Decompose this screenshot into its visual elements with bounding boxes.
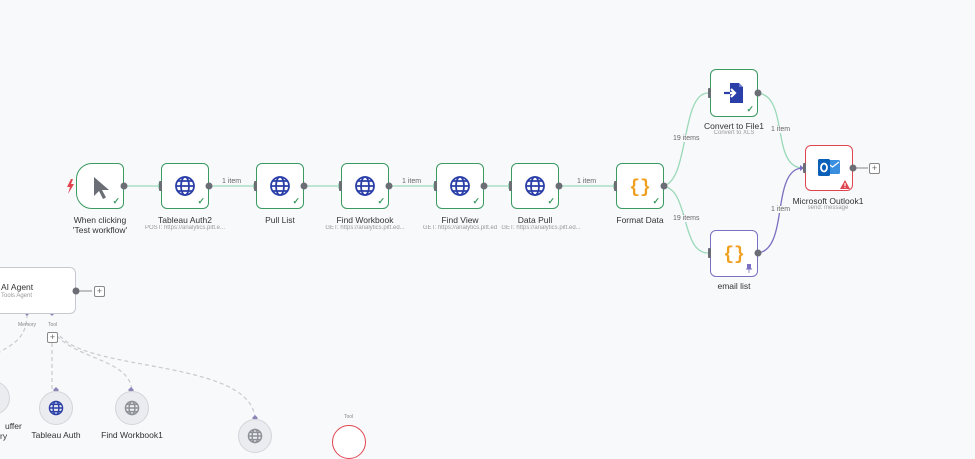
memory-port-label: Memory — [18, 322, 37, 328]
success-check-icon: ✓ — [112, 196, 120, 206]
edge-item-count: 1 item — [770, 126, 792, 133]
find-workbook-label: Find Workbook — [336, 215, 394, 225]
trigger-node[interactable]: ✓ — [76, 163, 124, 209]
data-pull-subtitle: GET: https://analytics.pitt.ed... — [501, 225, 581, 231]
tool-port-label: Tool — [344, 414, 354, 420]
pull-list-node[interactable]: ✓ — [256, 163, 304, 209]
pull-list-label: Pull List — [265, 215, 295, 225]
edge-item-count: 1 item — [401, 178, 423, 185]
tableau-auth-tool-label: Tableau Auth — [31, 430, 81, 440]
add-node-button[interactable]: + — [869, 163, 880, 174]
convert-to-file-subtitle: Convert to XLS — [713, 130, 755, 136]
convert-to-file-label: Convert to File1 — [704, 121, 764, 131]
outlook-icon — [818, 159, 840, 176]
ai-agent-subtitle: Tools Agent — [1, 293, 33, 299]
email-list-node[interactable]: {} — [710, 230, 758, 277]
find-workbook1-tool-label: Find Workbook1 — [101, 430, 163, 440]
success-check-icon: ✓ — [377, 196, 385, 206]
pin-icon — [745, 264, 753, 273]
globe-icon — [247, 428, 262, 443]
braces-icon: {} — [629, 178, 651, 197]
find-workbook1-tool-node[interactable] — [115, 391, 149, 425]
find-workbook-node[interactable]: ✓ — [341, 163, 389, 209]
globe-icon — [355, 176, 375, 196]
format-data-node[interactable]: {} ✓ — [616, 163, 664, 209]
tool-port-label: Tool — [48, 322, 58, 328]
outlook-label: Microsoft Outlook1 — [792, 196, 864, 206]
memory-buffer-label: uffer ry — [0, 421, 22, 441]
format-data-label: Format Data — [616, 215, 664, 225]
warning-icon — [840, 180, 850, 189]
edge-item-count: 19 items — [672, 215, 701, 222]
error-tool-node[interactable] — [332, 425, 366, 459]
tool-node[interactable] — [238, 419, 272, 453]
find-view-subtitle: GET: https://analytics.pitt.ed — [422, 225, 498, 231]
svg-text:{}: {} — [629, 178, 651, 197]
success-check-icon: ✓ — [652, 196, 660, 206]
file-convert-icon — [724, 83, 743, 103]
email-list-label: email list — [717, 281, 751, 291]
globe-icon — [48, 400, 63, 415]
cursor-icon — [94, 177, 109, 199]
edge-item-count: 1 item — [576, 178, 598, 185]
edge-item-count: 1 item — [770, 206, 792, 213]
data-pull-label: Data Pull — [517, 215, 553, 225]
find-workbook-subtitle: GET: https://analytics.pitt.ed... — [325, 225, 405, 231]
find-view-label: Find View — [441, 215, 479, 225]
globe-icon — [270, 176, 290, 196]
add-tool-button[interactable]: + — [47, 332, 58, 343]
edge-item-count: 1 item — [221, 178, 243, 185]
lightning-icon — [67, 179, 74, 194]
ai-agent-node[interactable]: AI Agent Tools Agent — [0, 267, 76, 314]
convert-to-file-node[interactable]: ✓ — [710, 69, 758, 117]
data-pull-node[interactable]: ✓ — [511, 163, 559, 209]
success-check-icon: ✓ — [292, 196, 300, 206]
tableau-auth-tool-node[interactable] — [39, 391, 73, 425]
globe-icon — [124, 400, 139, 415]
braces-icon: {} — [723, 245, 745, 264]
success-check-icon: ✓ — [472, 196, 480, 206]
tableau-auth2-subtitle: POST: https://analytics.pitt.e... — [144, 225, 226, 231]
outlook-subtitle: send: message — [807, 205, 849, 211]
add-node-button[interactable]: + — [94, 286, 105, 297]
globe-icon — [525, 176, 545, 196]
success-check-icon: ✓ — [547, 196, 555, 206]
outlook-node[interactable] — [805, 145, 853, 191]
svg-text:{}: {} — [723, 245, 745, 264]
ai-agent-label: AI Agent — [1, 282, 34, 292]
find-view-node[interactable]: ✓ — [436, 163, 484, 209]
tableau-auth2-label: Tableau Auth2 — [158, 215, 212, 225]
globe-icon — [450, 176, 470, 196]
tableau-auth2-node[interactable]: ✓ — [161, 163, 209, 209]
success-check-icon: ✓ — [197, 196, 205, 206]
edge-item-count: 19 items — [672, 135, 701, 142]
globe-icon — [175, 176, 195, 196]
trigger-label: When clicking 'Test workflow' — [72, 215, 128, 235]
success-check-icon: ✓ — [746, 104, 754, 114]
